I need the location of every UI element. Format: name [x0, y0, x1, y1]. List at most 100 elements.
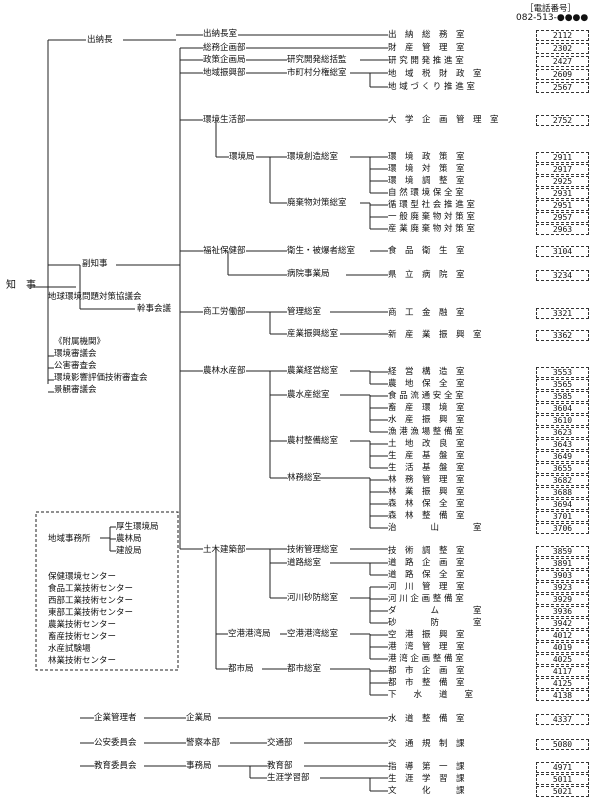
regional-office-item: 厚生環境局: [116, 522, 159, 532]
division-name: 下 水 道 室: [388, 690, 474, 700]
phone-extension-box: 2752: [536, 115, 589, 126]
division-name: 空 港 振 興 室: [388, 630, 465, 640]
dept-civil: 土木建築部: [203, 545, 246, 555]
center-item: 畜産技術センター: [48, 632, 117, 642]
phone-extension-box: 3565: [536, 379, 589, 390]
division-name: 大 学 企 画 管 理 室: [388, 115, 499, 125]
phone-extension-box: 2112: [536, 30, 589, 41]
dept-commerce: 商工労働部: [203, 307, 246, 317]
phone-extension-box: 3585: [536, 391, 589, 402]
police-hq: 警察本部: [186, 738, 221, 748]
phone-extension-box: 2427: [536, 56, 589, 67]
civil-group-1: 道路総室: [287, 558, 322, 568]
center-item: 林業技術センター: [48, 656, 117, 666]
agri-group-2: 農村整備総室: [287, 436, 339, 446]
env-council-sub: 幹事会議: [137, 304, 172, 314]
division-name: ダ ム 室: [388, 606, 482, 616]
phone-extension-box: 2925: [536, 176, 589, 187]
dept-general-planning: 総務企画部: [203, 43, 246, 53]
division-name: 指 導 第 一 課: [388, 762, 465, 772]
phone-extension-box: 2951: [536, 200, 589, 211]
division-name: 水 道 整 備 室: [388, 714, 465, 724]
phone-extension-box: 4337: [536, 714, 589, 725]
attached-item: 景観審議会: [54, 385, 97, 395]
health-sub-1: 病院事業局: [287, 269, 330, 279]
attached-item: 環境審議会: [54, 349, 97, 359]
division-name: 地 域 税 財 政 室: [388, 69, 482, 79]
phone-extension-box: 3688: [536, 487, 589, 498]
phone-extension-box: 3701: [536, 511, 589, 522]
phone-extension-box: 3610: [536, 415, 589, 426]
division-name: 交 通 規 制 課: [388, 739, 465, 749]
division-name: 都 市 企 画 室: [388, 666, 465, 676]
phone-extension-box: 3706: [536, 523, 589, 534]
phone-extension-box: 3859: [536, 546, 589, 557]
division-name: 食 品 衛 生 室: [388, 246, 465, 256]
phone-extension-box: 2957: [536, 212, 589, 223]
division-name: 研 究 開 発 推 進 室: [388, 56, 464, 66]
division-name: 土 地 改 良 室: [388, 439, 465, 449]
dept-regional: 地域振興部: [203, 68, 246, 78]
phone-extension-box: 3362: [536, 330, 589, 341]
education-sub-1: 生涯学習部: [267, 773, 310, 783]
phone-extension-box: 3623: [536, 427, 589, 438]
division-name: 林 業 振 興 室: [388, 487, 465, 497]
phone-extension-box: 3655: [536, 463, 589, 474]
phone-extension-box: 2302: [536, 43, 589, 54]
phone-extension-box: 4125: [536, 678, 589, 689]
division-name: 漁 港 漁 場 整 備 室: [388, 427, 464, 437]
agri-group-1: 農水産総室: [287, 390, 330, 400]
division-name: 環 境 政 策 室: [388, 152, 465, 162]
dept-policy-planning: 政策企画局: [203, 55, 246, 65]
education-sub-0: 教育部: [267, 761, 293, 771]
center-item: 東部工業技術センター: [48, 608, 134, 618]
division-name: 港 湾 企 画 整 備 室: [388, 654, 464, 664]
phone-extension-box: 3649: [536, 451, 589, 462]
phone-extension-box: 5021: [536, 786, 589, 797]
phone-extension-box: 5011: [536, 774, 589, 785]
vice-governor-box: 副知事: [82, 259, 108, 269]
division-name: 水 産 振 興 室: [388, 415, 465, 425]
health-sub-0: 衛生・被爆者総室: [287, 246, 356, 256]
division-name: 農 地 保 全 室: [388, 379, 465, 389]
phone-extension-box: 3694: [536, 499, 589, 510]
division-name: 食 品 流 通 安 全 室: [388, 391, 464, 401]
attached-item: 公害審査会: [54, 361, 97, 371]
regional-sub: 市町村分権総室: [287, 68, 347, 78]
phone-extension-box: 4012: [536, 630, 589, 641]
phone-extension-box: 2931: [536, 188, 589, 199]
phone-extension-box: 4138: [536, 690, 589, 701]
enterprise-head: 企業管理者: [94, 713, 137, 723]
regional-office-frame: [35, 511, 179, 671]
division-name: 生 活 基 盤 室: [388, 463, 465, 473]
phone-extension-box: 3234: [536, 270, 589, 281]
dept-env-life: 環境生活部: [203, 115, 246, 125]
commerce-sub-1: 産業振興総室: [287, 329, 339, 339]
phone-extension-box: 4019: [536, 642, 589, 653]
division-name: 出 納 総 務 室: [388, 30, 465, 40]
center-item: 保健環境センター: [48, 572, 117, 582]
phone-extension-box: 3891: [536, 558, 589, 569]
regional-office-label: 地域事務所: [48, 534, 91, 544]
division-name: 循 環 型 社 会 推 進 室: [388, 200, 475, 210]
phone-extension-box: 3643: [536, 439, 589, 450]
center-item: 食品工業技術センター: [48, 584, 134, 594]
phone-extension-box: 2911: [536, 152, 589, 163]
division-name: 道 路 企 画 室: [388, 558, 465, 568]
attached-label: 《附属機関》: [54, 337, 106, 347]
division-name: 財 産 管 理 室: [388, 43, 465, 53]
civil-group-4-sub: 都市総室: [287, 664, 322, 674]
division-name: 文 化 課: [388, 786, 465, 796]
division-name: 治 山 室: [388, 523, 482, 533]
division-name: 環 境 調 整 室: [388, 176, 465, 186]
division-name: 技 術 調 整 室: [388, 546, 465, 556]
division-name: 生 涯 学 習 課: [388, 774, 465, 784]
police-sub: 交通部: [267, 738, 293, 748]
civil-group-3: 空港港湾局: [228, 629, 271, 639]
phone-extension-box: 3321: [536, 308, 589, 319]
agri-group-0: 農業経営総室: [287, 366, 339, 376]
cashier-head: 出納長: [87, 35, 113, 45]
phone-extension-box: 3553: [536, 367, 589, 378]
phone-header-label: ［電話番号］: [525, 4, 577, 14]
